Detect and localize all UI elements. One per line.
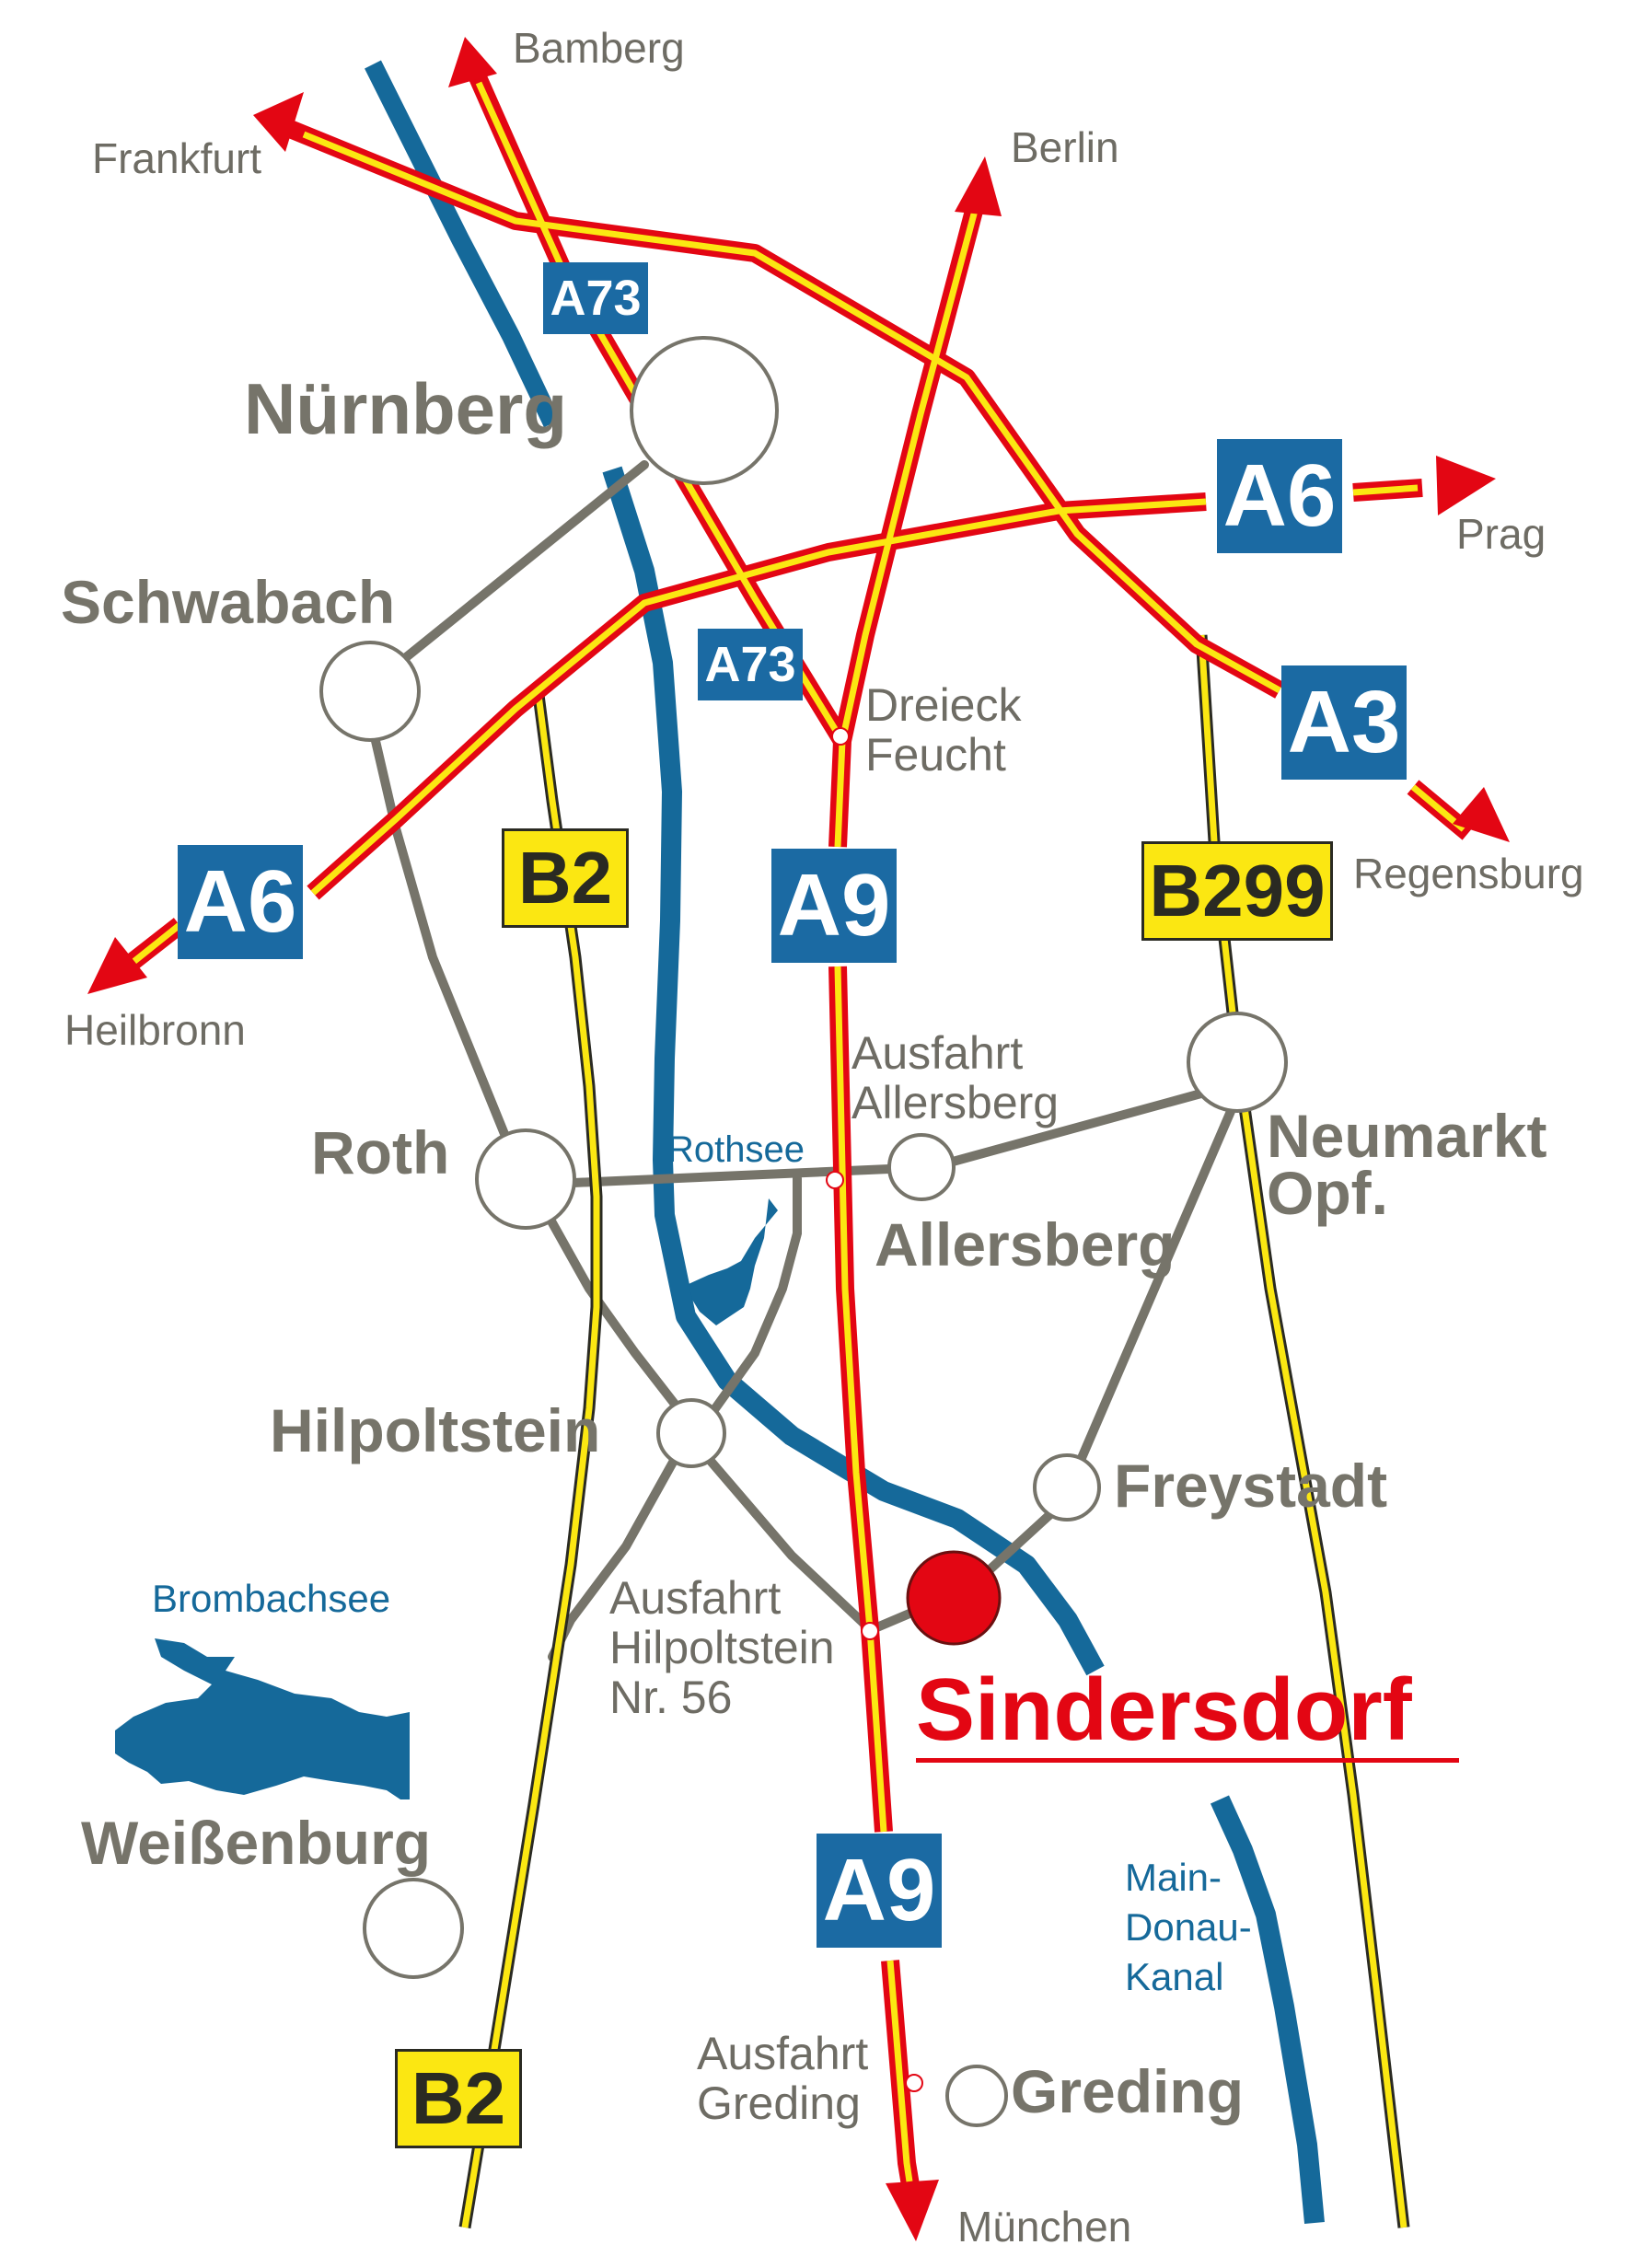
junction-dots <box>826 727 923 2092</box>
label-exit-greding-line2: Greding <box>697 2077 861 2129</box>
arrow-frankfurt-icon <box>253 92 304 152</box>
label-sindersdorf: Sindersdorf <box>916 1660 1412 1759</box>
brombachsee-lake <box>115 1638 410 1799</box>
label-dreieck-line1: Dreieck <box>865 679 1022 731</box>
sign-b2-north: B2 <box>502 828 629 928</box>
canal-north <box>365 60 562 428</box>
label-exit-hilpoltstein-line1: Ausfahrt <box>609 1572 782 1624</box>
label-neumarkt-line1: Neumarkt <box>1267 1102 1547 1170</box>
road-allersberg-neumarkt <box>948 1087 1212 1166</box>
label-berlin: Berlin <box>1011 123 1119 171</box>
sign-a9-north: A9 <box>771 849 897 963</box>
label-kanal-line2: Donau- <box>1125 1905 1252 1949</box>
sign-a73-south: A73 <box>698 629 803 700</box>
label-rothsee: Rothsee <box>667 1129 805 1170</box>
exit-allersberg-dot <box>826 1171 844 1189</box>
sign-b299: B299 <box>1141 841 1333 941</box>
arrow-regensburg-icon <box>1453 787 1510 842</box>
label-exit-allersberg-line1: Ausfahrt <box>851 1027 1024 1079</box>
label-kanal-line1: Main- <box>1125 1856 1222 1899</box>
label-dreieck-line2: Feucht <box>865 729 1006 781</box>
road-hilpoltstein-a9 <box>704 1454 875 1634</box>
label-prag: Prag <box>1456 510 1547 558</box>
label-nuernberg: Nürnberg <box>244 368 567 449</box>
hilpoltstein-marker[interactable] <box>656 1398 726 1468</box>
label-hilpoltstein: Hilpoltstein <box>270 1396 601 1464</box>
dreieck-feucht-dot <box>831 727 850 746</box>
label-greding: Greding <box>1011 2057 1245 2125</box>
label-exit-hilpoltstein-line3: Nr. 56 <box>609 1672 733 1723</box>
water-features <box>115 60 1325 2225</box>
schwabach-marker[interactable] <box>319 641 421 742</box>
label-exit-allersberg-line2: Allersberg <box>851 1077 1060 1128</box>
label-freystadt: Freystadt <box>1114 1452 1388 1520</box>
road-roth-hilpoltstein <box>546 1215 681 1411</box>
sign-a9-south: A9 <box>817 1834 942 1948</box>
sign-a6-east: A6 <box>1217 439 1342 553</box>
sindersdorf-marker[interactable] <box>906 1550 1002 1646</box>
nuernberg-marker[interactable] <box>630 336 779 485</box>
road-neumarkt-freystadt <box>1077 1105 1236 1463</box>
label-heilbronn: Heilbronn <box>64 1006 246 1054</box>
weissenburg-marker[interactable] <box>363 1878 464 1979</box>
sindersdorf-underline <box>916 1758 1459 1763</box>
label-weissenburg: Weißenburg <box>81 1809 432 1877</box>
arrow-bamberg-icon <box>448 37 497 87</box>
label-exit-greding-line1: Ausfahrt <box>697 2028 869 2079</box>
label-allersberg: Allersberg <box>875 1210 1176 1279</box>
label-regensburg: Regensburg <box>1353 850 1584 897</box>
freystadt-marker[interactable] <box>1033 1453 1101 1522</box>
sign-a73-north: A73 <box>543 262 648 334</box>
road-schwabach-roth <box>371 736 509 1139</box>
label-exit-hilpoltstein-line2: Hilpoltstein <box>609 1622 835 1673</box>
sign-a3: A3 <box>1281 665 1407 780</box>
label-schwabach: Schwabach <box>61 568 396 636</box>
canal-main <box>602 466 1105 1676</box>
arrow-muenchen-icon <box>886 2180 939 2241</box>
sign-a6-west: A6 <box>178 845 303 959</box>
arrow-berlin-icon <box>955 156 1002 216</box>
roth-marker[interactable] <box>475 1128 576 1230</box>
exit-hilpoltstein-dot <box>861 1622 879 1640</box>
neumarkt-marker[interactable] <box>1187 1012 1288 1113</box>
label-frankfurt: Frankfurt <box>92 134 262 182</box>
arrow-heilbronn-icon <box>87 937 147 994</box>
road-schwabach-nuernberg <box>400 460 649 663</box>
city-markers <box>319 336 1288 2127</box>
greding-marker[interactable] <box>945 2065 1008 2127</box>
label-bamberg: Bamberg <box>513 24 685 72</box>
label-neumarkt-line2: Opf. <box>1267 1159 1388 1227</box>
arrow-prag-icon <box>1436 456 1496 515</box>
label-muenchen: München <box>957 2203 1132 2251</box>
road-a9-sindersdorf <box>868 1606 921 1634</box>
rothsee-lake <box>689 1198 778 1325</box>
road-freystadt-sindersdorf <box>980 1510 1054 1579</box>
label-kanal-line3: Kanal <box>1125 1955 1224 1998</box>
sign-b2-south: B2 <box>395 2049 522 2148</box>
allersberg-marker[interactable] <box>887 1133 956 1201</box>
road-loop-rothsee <box>709 1174 802 1416</box>
label-roth: Roth <box>311 1118 450 1186</box>
exit-greding-dot <box>905 2074 923 2092</box>
local-roads <box>371 460 1236 1661</box>
canal-south <box>1210 1795 1325 2225</box>
label-brombachsee: Brombachsee <box>152 1577 391 1620</box>
